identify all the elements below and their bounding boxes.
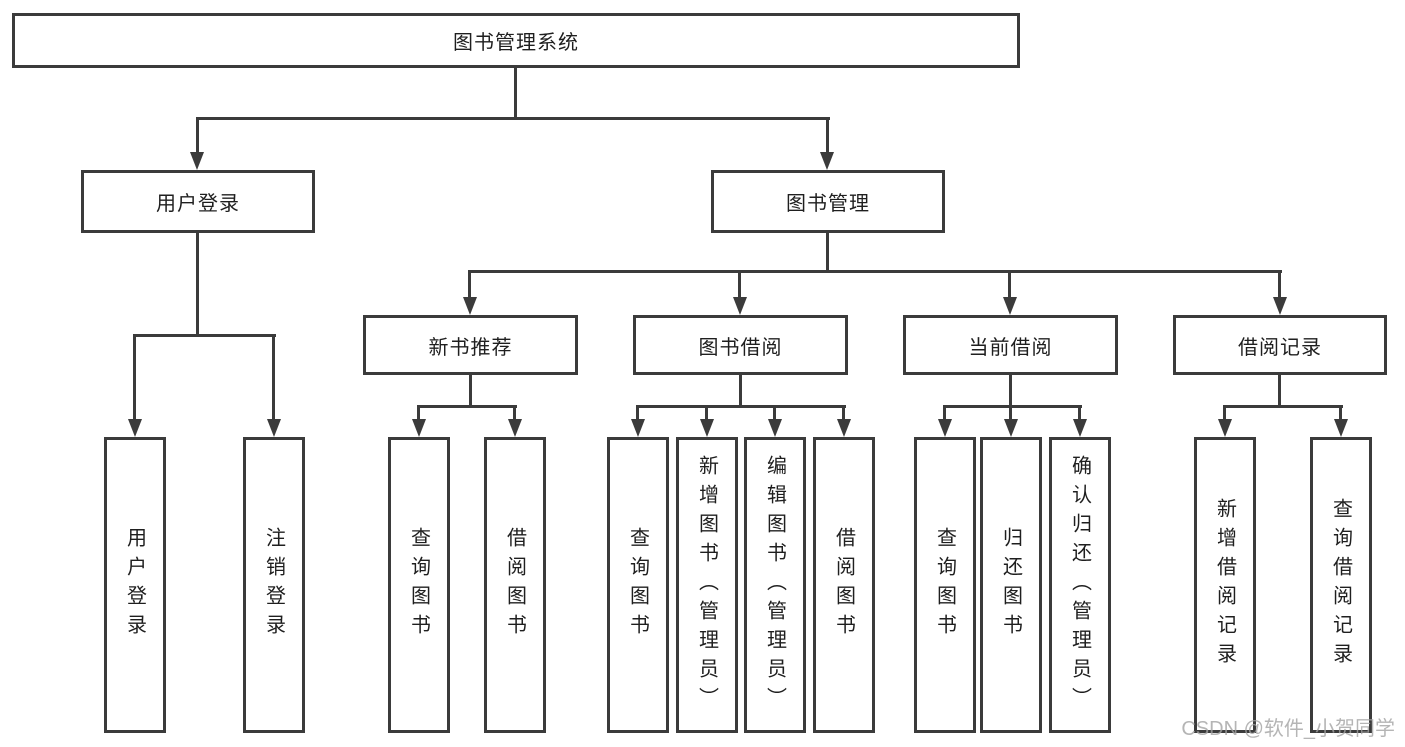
leaf-edit-book-admin-label: 编辑图书（管理员）	[763, 454, 786, 716]
leaf-query-borrow-record-label: 查询借阅记录	[1329, 498, 1352, 672]
leaf-query-books-current-label: 查询图书	[933, 527, 956, 643]
arrow-down-icon	[463, 297, 477, 315]
connector-line	[513, 405, 516, 421]
connector-line	[943, 405, 946, 421]
connector-line	[705, 405, 708, 421]
connector-line	[1078, 405, 1081, 421]
arrow-down-icon	[1003, 297, 1017, 315]
arrow-down-icon	[190, 152, 204, 170]
node-new-book-recommend-label: 新书推荐	[428, 336, 513, 359]
leaf-return-book-label: 归还图书	[999, 527, 1022, 643]
leaf-borrow-books-borrowing: 借阅图书	[813, 437, 875, 733]
connector-line	[468, 270, 471, 299]
leaf-confirm-return-admin: 确认归还（管理员）	[1049, 437, 1111, 733]
connector-line	[1223, 405, 1343, 408]
arrow-down-icon	[128, 419, 142, 437]
node-book-borrowing-label: 图书借阅	[698, 336, 783, 359]
connector-line	[272, 334, 275, 421]
connector-line	[133, 334, 136, 421]
arrow-down-icon	[1273, 297, 1287, 315]
connector-line	[773, 405, 776, 421]
leaf-add-book-admin-label: 新增图书（管理员）	[695, 454, 718, 716]
leaf-edit-book-admin: 编辑图书（管理员）	[744, 437, 806, 733]
arrow-down-icon	[700, 419, 714, 437]
connector-line	[196, 117, 830, 120]
connector-line	[1278, 270, 1281, 299]
connector-line	[1339, 405, 1342, 421]
connector-line	[1278, 375, 1281, 408]
csdn-watermark: CSDN @软件_小贺同学	[1181, 718, 1395, 740]
arrow-down-icon	[938, 419, 952, 437]
leaf-query-borrow-record: 查询借阅记录	[1310, 437, 1372, 733]
leaf-return-book: 归还图书	[980, 437, 1042, 733]
arrow-down-icon	[508, 419, 522, 437]
node-new-book-recommend: 新书推荐	[363, 315, 578, 375]
connector-line	[943, 405, 1082, 408]
arrow-down-icon	[1218, 419, 1232, 437]
leaf-user-login-label: 用户登录	[123, 527, 146, 643]
connector-line	[636, 405, 846, 408]
leaf-logout: 注销登录	[243, 437, 305, 733]
arrow-down-icon	[837, 419, 851, 437]
connector-line	[1008, 270, 1011, 299]
connector-line	[133, 334, 276, 337]
connector-line	[1223, 405, 1226, 421]
arrow-down-icon	[1004, 419, 1018, 437]
leaf-add-borrow-record: 新增借阅记录	[1194, 437, 1256, 733]
leaf-borrow-books-borrowing-label: 借阅图书	[832, 527, 855, 643]
connector-line	[1009, 375, 1012, 408]
node-library-system: 图书管理系统	[12, 13, 1020, 68]
arrow-down-icon	[820, 152, 834, 170]
connector-line	[636, 405, 639, 421]
connector-line	[842, 405, 845, 421]
leaf-borrow-books-recommend: 借阅图书	[484, 437, 546, 733]
leaf-add-book-admin: 新增图书（管理员）	[676, 437, 738, 733]
leaf-user-login: 用户登录	[104, 437, 166, 733]
connector-line	[1009, 405, 1012, 421]
arrow-down-icon	[1073, 419, 1087, 437]
arrow-down-icon	[1334, 419, 1348, 437]
leaf-query-books-current: 查询图书	[914, 437, 976, 733]
node-current-borrowing: 当前借阅	[903, 315, 1118, 375]
leaf-add-borrow-record-label: 新增借阅记录	[1213, 498, 1236, 672]
node-library-system-label: 图书管理系统	[453, 32, 579, 54]
connector-line	[417, 405, 517, 408]
node-book-management: 图书管理	[711, 170, 945, 233]
leaf-logout-label: 注销登录	[262, 527, 285, 643]
connector-line	[468, 270, 1282, 273]
node-book-borrowing: 图书借阅	[633, 315, 848, 375]
arrow-down-icon	[412, 419, 426, 437]
connector-line	[196, 117, 199, 154]
arrow-down-icon	[267, 419, 281, 437]
leaf-query-books-recommend: 查询图书	[388, 437, 450, 733]
connector-line	[826, 117, 829, 154]
node-user-login-label: 用户登录	[156, 193, 240, 215]
arrow-down-icon	[768, 419, 782, 437]
connector-line	[514, 68, 517, 120]
arrow-down-icon	[631, 419, 645, 437]
connector-line	[826, 233, 829, 273]
node-user-login: 用户登录	[81, 170, 315, 233]
leaf-query-books-borrowing: 查询图书	[607, 437, 669, 733]
connector-line	[469, 375, 472, 408]
connector-line	[417, 405, 420, 421]
leaf-query-books-borrowing-label: 查询图书	[626, 527, 649, 643]
leaf-borrow-books-recommend-label: 借阅图书	[503, 527, 526, 643]
arrow-down-icon	[733, 297, 747, 315]
node-borrow-records-label: 借阅记录	[1238, 336, 1322, 359]
node-current-borrowing-label: 当前借阅	[968, 336, 1053, 359]
connector-line	[739, 375, 742, 408]
leaf-query-books-recommend-label: 查询图书	[407, 527, 430, 643]
leaf-confirm-return-admin-label: 确认归还（管理员）	[1068, 454, 1091, 716]
connector-line	[738, 270, 741, 299]
node-borrow-records: 借阅记录	[1173, 315, 1387, 375]
node-book-management-label: 图书管理	[786, 193, 870, 215]
connector-line	[196, 233, 199, 337]
